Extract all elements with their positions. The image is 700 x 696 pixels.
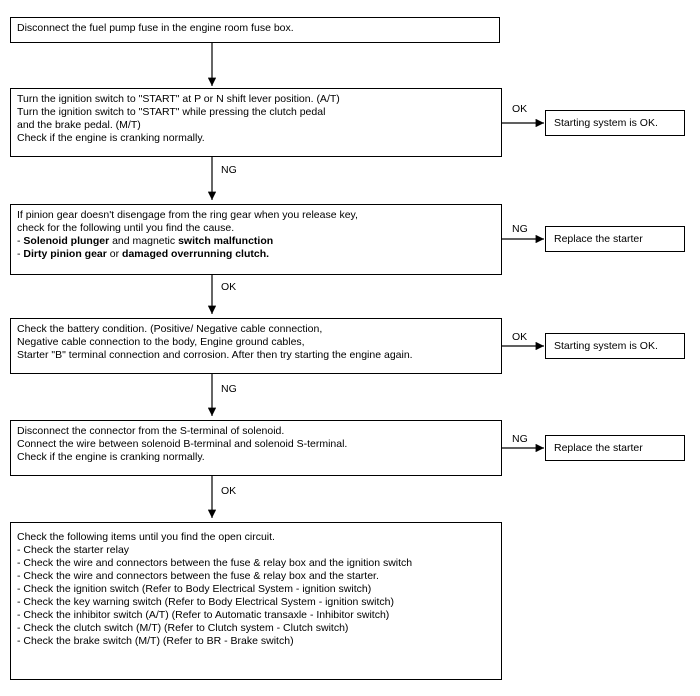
result-box-4: Replace the starter bbox=[545, 435, 685, 461]
step-text-line: - Check the key warning switch (Refer to… bbox=[17, 596, 495, 609]
step-text-line: Turn the ignition switch to "START" whil… bbox=[17, 106, 495, 119]
connector-label-2: NG bbox=[221, 164, 237, 176]
text-segment: If pinion gear doesn't disengage from th… bbox=[17, 209, 358, 221]
bold-text: Dirty pinion gear bbox=[23, 248, 107, 260]
side-label-2: NG bbox=[512, 223, 528, 235]
step-text-line: Check if the engine is cranking normally… bbox=[17, 132, 495, 145]
step-box-5: Disconnect the connector from the S-term… bbox=[10, 420, 502, 476]
text-segment: - bbox=[17, 235, 24, 247]
step-text-line: Disconnect the connector from the S-term… bbox=[17, 425, 495, 438]
bold-text: Solenoid plunger bbox=[23, 235, 110, 247]
text-segment: and magnetic bbox=[109, 235, 179, 247]
step-text-line: Turn the ignition switch to "START" at P… bbox=[17, 93, 495, 106]
side-label-1: OK bbox=[512, 103, 528, 115]
step-text-line: - Dirty pinion gear or damaged overrunni… bbox=[17, 248, 495, 261]
step-text-line: - Check the wire and connectors between … bbox=[17, 570, 495, 583]
text-segment: Turn the ignition switch to "START" at P… bbox=[17, 93, 340, 105]
step-text-line: and the brake pedal. (M/T) bbox=[17, 119, 495, 132]
step-text-line: - Solenoid plunger and magnetic switch m… bbox=[17, 235, 495, 248]
text-segment: - Check the key warning switch (Refer to… bbox=[17, 596, 394, 608]
step-text-line: Connect the wire between solenoid B-term… bbox=[17, 438, 495, 451]
result-box-3: Starting system is OK. bbox=[545, 333, 685, 359]
text-segment: Turn the ignition switch to "START" whil… bbox=[17, 106, 326, 118]
text-segment: Negative cable connection to the body, E… bbox=[17, 336, 305, 348]
text-segment: Disconnect the connector from the S-term… bbox=[17, 425, 285, 437]
text-segment: Disconnect the fuel pump fuse in the eng… bbox=[17, 22, 294, 34]
result-box-2: Replace the starter bbox=[545, 226, 685, 252]
step-text-line: check for the following until you find t… bbox=[17, 222, 495, 235]
bold-text: damaged overrunning clutch. bbox=[122, 248, 270, 260]
step-box-3: If pinion gear doesn't disengage from th… bbox=[10, 204, 502, 275]
text-segment: and the brake pedal. (M/T) bbox=[17, 119, 141, 131]
text-segment: - Check the ignition switch (Refer to Bo… bbox=[17, 583, 372, 595]
step-text-line: - Check the brake switch (M/T) (Refer to… bbox=[17, 635, 495, 648]
step-text-line: - Check the inhibitor switch (A/T) (Refe… bbox=[17, 609, 495, 622]
text-segment: Check the following items until you find… bbox=[17, 531, 275, 543]
step-box-1: Disconnect the fuel pump fuse in the eng… bbox=[10, 17, 500, 43]
step-text-line: - Check the clutch switch (M/T) (Refer t… bbox=[17, 622, 495, 635]
text-segment: Starter "B" terminal connection and corr… bbox=[17, 349, 413, 361]
text-segment: Connect the wire between solenoid B-term… bbox=[17, 438, 348, 450]
step-text-line: Starter "B" terminal connection and corr… bbox=[17, 349, 495, 362]
step-box-2: Turn the ignition switch to "START" at P… bbox=[10, 88, 502, 157]
step-text-line: Disconnect the fuel pump fuse in the eng… bbox=[17, 22, 493, 35]
side-label-3: OK bbox=[512, 331, 528, 343]
text-segment: - bbox=[17, 248, 24, 260]
text-segment: check for the following until you find t… bbox=[17, 222, 235, 234]
text-segment: - Check the wire and connectors between … bbox=[17, 570, 379, 582]
step-box-4: Check the battery condition. (Positive/ … bbox=[10, 318, 502, 374]
text-segment: Check the battery condition. (Positive/ … bbox=[17, 323, 323, 335]
text-segment: - Check the inhibitor switch (A/T) (Refe… bbox=[17, 609, 390, 621]
side-label-4: NG bbox=[512, 433, 528, 445]
step-box-6: Check the following items until you find… bbox=[10, 522, 502, 680]
step-text-line: - Check the starter relay bbox=[17, 544, 495, 557]
text-segment: Check if the engine is cranking normally… bbox=[17, 132, 205, 144]
step-text-line: Check if the engine is cranking normally… bbox=[17, 451, 495, 464]
text-segment: or bbox=[106, 248, 123, 260]
step-text-line: - Check the wire and connectors between … bbox=[17, 557, 495, 570]
step-text-line: Check the following items until you find… bbox=[17, 531, 495, 544]
connector-label-5: OK bbox=[221, 485, 237, 497]
text-segment: - Check the brake switch (M/T) (Refer to… bbox=[17, 635, 294, 647]
step-text-line: Check the battery condition. (Positive/ … bbox=[17, 323, 495, 336]
connector-label-3: OK bbox=[221, 281, 237, 293]
result-box-1: Starting system is OK. bbox=[545, 110, 685, 136]
text-segment: Check if the engine is cranking normally… bbox=[17, 451, 205, 463]
bold-text: switch malfunction bbox=[178, 235, 274, 247]
text-segment: - Check the clutch switch (M/T) (Refer t… bbox=[17, 622, 349, 634]
step-text-line: - Check the ignition switch (Refer to Bo… bbox=[17, 583, 495, 596]
text-segment: - Check the starter relay bbox=[17, 544, 130, 556]
step-text-line: Negative cable connection to the body, E… bbox=[17, 336, 495, 349]
step-text-line: If pinion gear doesn't disengage from th… bbox=[17, 209, 495, 222]
text-segment: - Check the wire and connectors between … bbox=[17, 557, 413, 569]
connector-label-4: NG bbox=[221, 383, 237, 395]
